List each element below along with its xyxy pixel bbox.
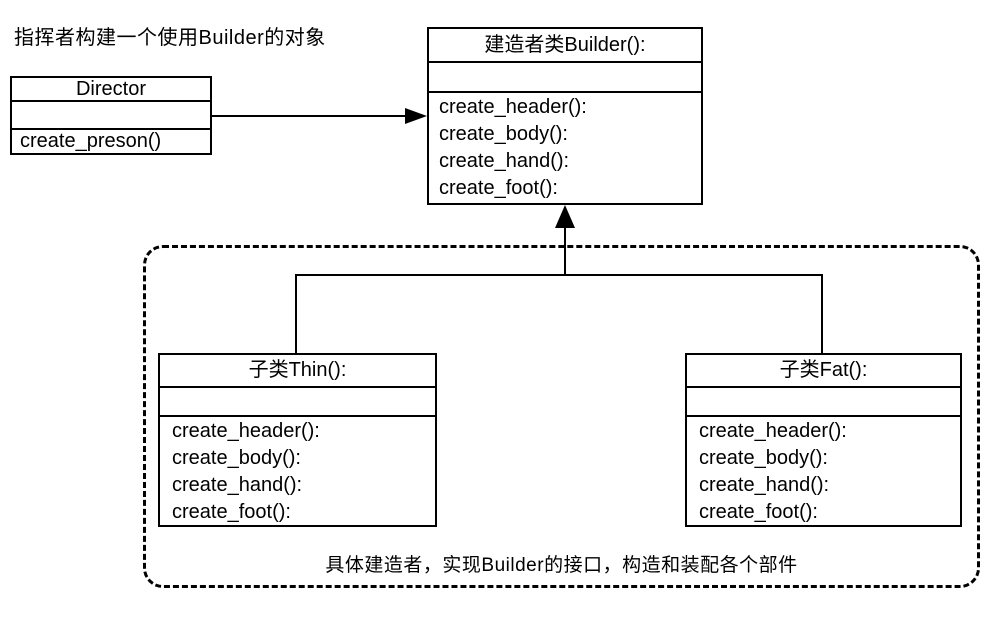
builder-methods-compartment: create_header(): create_body(): create_h… [429, 93, 701, 203]
concrete-builders-group [143, 245, 980, 588]
fat-class-title: 子类Fat(): [687, 355, 960, 388]
method-label: create_preson() [20, 130, 162, 152]
fat-attributes-compartment [687, 388, 960, 417]
method-label: create_body(): [172, 446, 301, 469]
method-label: create_foot(): [699, 500, 818, 523]
method-label: create_body(): [439, 123, 568, 145]
thin-attributes-compartment [160, 388, 435, 417]
fat-methods-compartment: create_header(): create_body(): create_h… [687, 417, 960, 525]
method-label: create_header(): [439, 96, 587, 118]
director-class-title: Director [12, 78, 210, 102]
method-label: create_hand(): [699, 473, 830, 496]
method-label: create_header(): [699, 419, 847, 442]
builder-class-title: 建造者类Builder(): [429, 29, 701, 63]
director-methods-compartment: create_preson() [12, 130, 210, 153]
method-label: create_hand(): [439, 150, 570, 172]
director-attributes-compartment [12, 102, 210, 130]
builder-attributes-compartment [429, 63, 701, 93]
thin-methods-compartment: create_header(): create_body(): create_h… [160, 417, 435, 525]
arrowhead-right-icon [405, 108, 427, 124]
method-label: create_header(): [172, 419, 320, 442]
director-note-label: 指挥者构建一个使用Builder的对象 [14, 27, 326, 49]
method-label: create_foot(): [439, 177, 558, 199]
class-box-director: Director create_preson() [10, 76, 212, 155]
method-label: create_foot(): [172, 500, 291, 523]
method-label: create_hand(): [172, 473, 303, 496]
arrowhead-up-icon [555, 205, 575, 228]
thin-class-title: 子类Thin(): [160, 355, 435, 388]
class-box-thin: 子类Thin(): create_header(): create_body()… [158, 353, 437, 527]
class-box-builder: 建造者类Builder(): create_header(): create_b… [427, 27, 703, 205]
class-box-fat: 子类Fat(): create_header(): create_body():… [685, 353, 962, 527]
method-label: create_body(): [699, 446, 828, 469]
group-caption: 具体建造者，实现Builder的接口，构造和装配各个部件 [325, 555, 798, 576]
